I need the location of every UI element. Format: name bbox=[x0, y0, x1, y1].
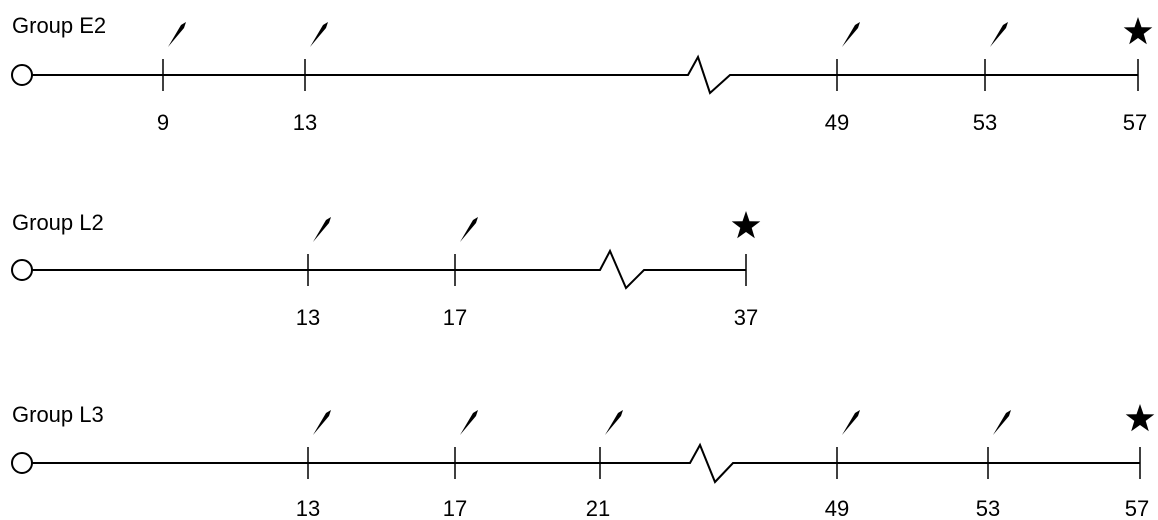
injection-icon bbox=[993, 410, 1011, 435]
group-label: Group L2 bbox=[12, 210, 104, 235]
tick-label: 49 bbox=[825, 496, 849, 520]
tick-day-53: 53 bbox=[976, 410, 1011, 520]
injection-icon bbox=[460, 217, 478, 242]
injection-icon bbox=[168, 22, 186, 47]
timeline-group-l3: Group L3 13 17 21 49 53 bbox=[11, 402, 1155, 520]
tick-label: 49 bbox=[825, 110, 849, 135]
injection-icon bbox=[990, 22, 1008, 47]
tick-label: 13 bbox=[296, 496, 320, 520]
injection-icon bbox=[313, 410, 331, 435]
timeline-axis bbox=[32, 54, 1138, 95]
tick-day-13: 13 bbox=[296, 217, 331, 330]
timeline-axis bbox=[32, 248, 746, 290]
tick-day-17: 17 bbox=[443, 217, 478, 330]
tick-label: 17 bbox=[443, 496, 467, 520]
group-label: Group L3 bbox=[12, 402, 104, 427]
tick-label: 53 bbox=[973, 110, 997, 135]
star-icon bbox=[731, 211, 761, 239]
tick-label: 17 bbox=[443, 305, 467, 330]
tick-label: 21 bbox=[586, 496, 610, 520]
start-circle bbox=[11, 64, 33, 86]
injection-icon bbox=[310, 22, 328, 47]
tick-day-53: 53 bbox=[973, 22, 1008, 135]
start-circle bbox=[11, 452, 33, 474]
tick-day-21: 21 bbox=[586, 410, 623, 520]
tick-day-49: 49 bbox=[825, 22, 860, 135]
star-icon bbox=[1123, 17, 1153, 45]
star-icon bbox=[1125, 404, 1155, 432]
tick-day-13: 13 bbox=[296, 410, 331, 520]
tick-label: 57 bbox=[1123, 110, 1147, 135]
tick-day-9: 9 bbox=[157, 22, 186, 135]
tick-day-17: 17 bbox=[443, 410, 478, 520]
injection-icon bbox=[313, 217, 331, 242]
tick-day-57: 57 bbox=[1125, 404, 1155, 520]
injection-icon bbox=[460, 410, 478, 435]
tick-label: 13 bbox=[293, 110, 317, 135]
injection-icon bbox=[842, 22, 860, 47]
tick-label: 53 bbox=[976, 496, 1000, 520]
tick-day-49: 49 bbox=[825, 410, 860, 520]
group-label: Group E2 bbox=[12, 13, 106, 38]
timeline-group-l2: Group L2 13 17 37 bbox=[11, 210, 761, 330]
tick-day-57: 57 bbox=[1123, 17, 1153, 135]
tick-label: 13 bbox=[296, 305, 320, 330]
timeline-axis bbox=[32, 442, 1140, 484]
tick-label: 9 bbox=[157, 110, 169, 135]
injection-icon bbox=[842, 410, 860, 435]
tick-label: 37 bbox=[734, 305, 758, 330]
tick-label: 57 bbox=[1125, 496, 1149, 520]
injection-icon bbox=[605, 410, 623, 435]
tick-day-13: 13 bbox=[293, 22, 328, 135]
timeline-group-e2: Group E2 9 13 49 53 57 bbox=[11, 13, 1153, 135]
start-circle bbox=[11, 259, 33, 281]
tick-day-37: 37 bbox=[731, 211, 761, 330]
